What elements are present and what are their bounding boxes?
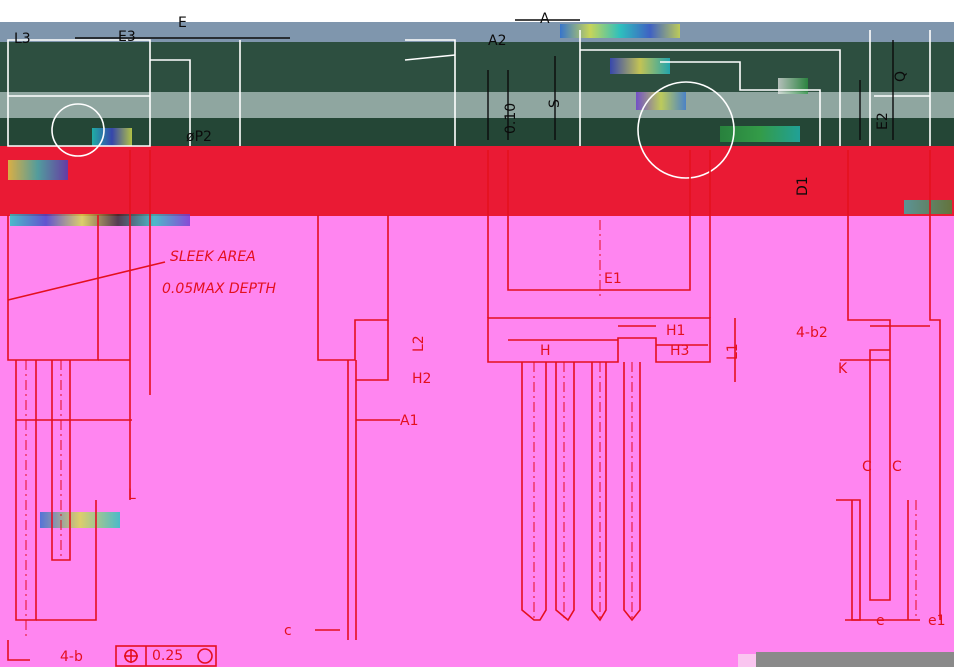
dim-label-S: S — [547, 99, 563, 108]
glitch-cluster — [904, 200, 952, 214]
position-tolerance-value: 0.25 — [152, 648, 184, 664]
dim-label-L3: L3 — [14, 31, 31, 47]
glitch-cluster — [40, 512, 120, 528]
bottom-right-gray-block — [756, 652, 954, 667]
pink-band — [0, 216, 954, 516]
lower-white-band — [0, 516, 954, 667]
dim-label-E3: E3 — [118, 29, 136, 45]
dim-label-A2: A2 — [488, 33, 507, 49]
dim-label-L: L — [128, 487, 136, 503]
dim-label-D1: D1 — [795, 176, 811, 196]
glitch-cluster — [10, 214, 190, 226]
upper-steel-band — [0, 22, 954, 42]
red-band — [0, 146, 954, 216]
glitch-cluster — [610, 58, 670, 74]
dim-label-H2: H2 — [412, 371, 432, 387]
dim-label-L1: L1 — [725, 343, 741, 360]
dim-label-E1: E1 — [604, 271, 622, 287]
glitch-cluster — [560, 24, 680, 38]
dim-label-L2: L2 — [411, 335, 427, 352]
dim-label-e: e — [876, 613, 885, 629]
dim-label-H1: H1 — [666, 323, 686, 339]
glitch-cluster — [8, 160, 68, 180]
glitch-cluster — [720, 126, 800, 142]
mid-gray-band — [0, 92, 954, 118]
dim-label-A: A — [540, 11, 550, 27]
glitch-cluster — [636, 92, 686, 110]
dim-label-E: E — [178, 15, 187, 31]
dim-label-4-b: 4-b — [60, 649, 83, 665]
dim-label-K: K — [838, 361, 848, 377]
dim-label-C-left: C — [862, 459, 872, 475]
dim-label-H3: H3 — [670, 343, 690, 359]
dim-label-c: c — [284, 623, 292, 639]
dim-label-A1: A1 — [400, 413, 419, 429]
dim-label-phiP2: øP2 — [186, 129, 212, 145]
dim-label-C-right: C — [892, 459, 902, 475]
dim-label-4-b2: 4-b2 — [796, 325, 828, 341]
glitch-cluster — [738, 654, 756, 667]
dim-label-H: H — [540, 343, 551, 359]
dim-label-Q: Q — [893, 70, 909, 82]
flatness-tolerance: 0.10 — [503, 102, 519, 134]
note-max-depth: 0.05MAX DEPTH — [162, 281, 277, 297]
note-sleek-area: SLEEK AREA — [170, 249, 256, 265]
corner-white-block — [0, 0, 954, 22]
dim-label-e1: e1 — [928, 613, 946, 629]
dim-label-E2: E2 — [875, 112, 891, 130]
